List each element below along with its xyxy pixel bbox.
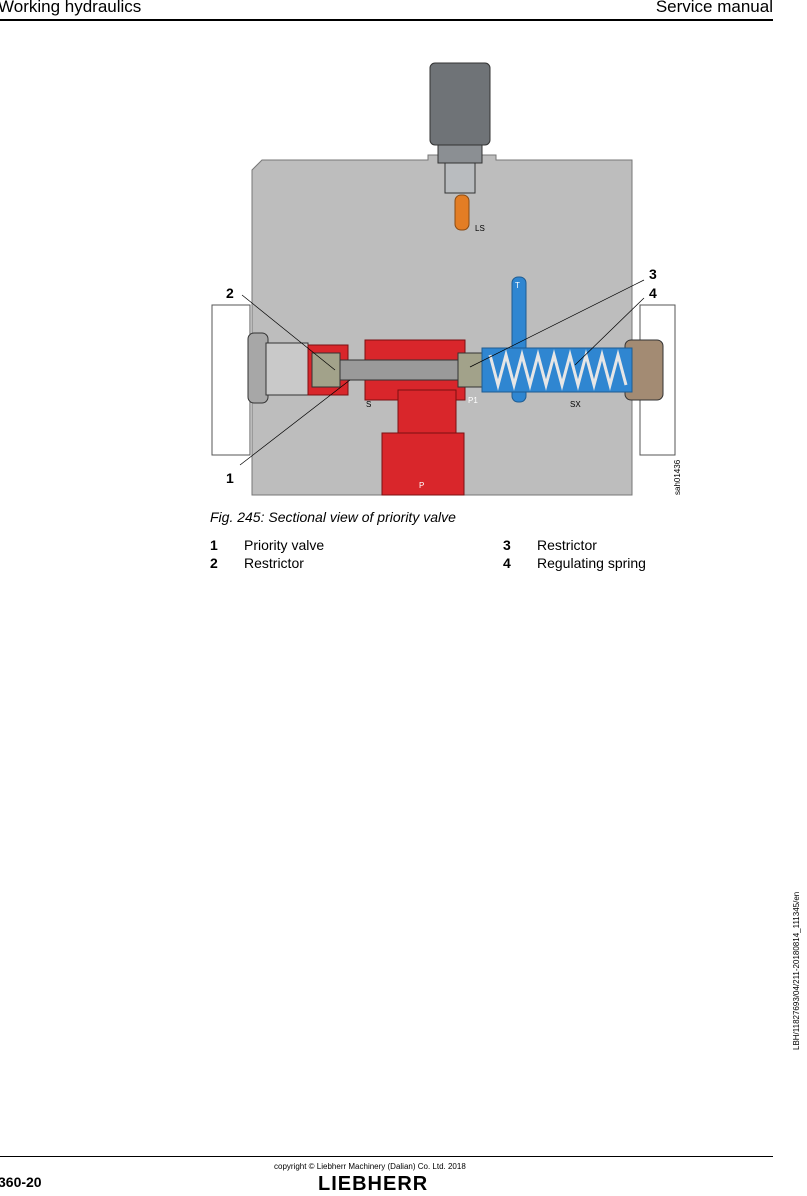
header-section-title: Working hydraulics [0, 0, 142, 16]
legend-item: 2 Restrictor [210, 554, 324, 572]
ls-channel [454, 194, 470, 231]
callout-leader-3 [469, 279, 645, 368]
legend-item: 4 Regulating spring [503, 554, 646, 572]
legend-column-left: 1 Priority valve 2 Restrictor [210, 536, 324, 572]
callout-leader-4 [574, 297, 645, 366]
valve-block [251, 154, 633, 496]
page-number: 360-20 [0, 1174, 42, 1190]
callout-3: 3 [649, 266, 657, 282]
legend-number: 1 [210, 537, 218, 553]
priority-valve-sectional-view: LS T S P1 SX P 1 2 3 4 sah01436 [211, 62, 682, 496]
pressure-port-block [381, 432, 465, 496]
image-reference: sah01436 [673, 459, 682, 495]
legend-label: Restrictor [537, 537, 597, 553]
callout-leader-1 [239, 379, 351, 466]
legend-column-right: 3 Restrictor 4 Regulating spring [503, 536, 646, 572]
callout-2: 2 [226, 285, 234, 301]
figure-caption: Fig. 245: Sectional view of priority val… [210, 509, 456, 525]
legend-number: 4 [503, 555, 511, 571]
legend-number: 3 [503, 537, 511, 553]
regulating-spring-coil [488, 349, 628, 391]
spool-land-left [311, 352, 341, 388]
callout-4: 4 [649, 285, 657, 301]
legend-label: Priority valve [244, 537, 325, 553]
legend-number: 2 [210, 555, 218, 571]
legend-label: Restrictor [244, 555, 304, 571]
left-plug [265, 342, 309, 396]
port-s-label: S [366, 400, 371, 409]
footer-copyright: copyright © Liebherr Machinery (Dalian) … [274, 1162, 466, 1171]
pressure-inlet-channel [397, 389, 457, 436]
port-p1-label: P1 [468, 396, 478, 405]
legend-item: 3 Restrictor [503, 536, 646, 554]
left-end-cap [247, 332, 269, 404]
spool-land-right [457, 352, 487, 388]
port-ls-label: LS [475, 224, 485, 233]
port-t-label: T [515, 281, 520, 290]
liebherr-logo: LIEBHERR [318, 1173, 429, 1195]
port-sx-label: SX [570, 400, 581, 409]
header-rule [0, 19, 773, 21]
legend-item: 1 Priority valve [210, 536, 324, 554]
header-document-type: Service manual [655, 0, 773, 16]
ls-fitting-nut [429, 62, 491, 146]
ls-fitting-thread [444, 162, 476, 194]
port-p-label: P [419, 481, 424, 490]
legend-label: Regulating spring [537, 555, 646, 571]
callout-1: 1 [226, 470, 234, 486]
document-identifier: LBH/11827693/04/211-20180814_111345/en [792, 891, 801, 1050]
footer-rule [0, 1156, 773, 1157]
housing-outline-left [211, 304, 251, 456]
ls-fitting-shank [437, 144, 483, 164]
callout-leader-2 [241, 294, 336, 371]
